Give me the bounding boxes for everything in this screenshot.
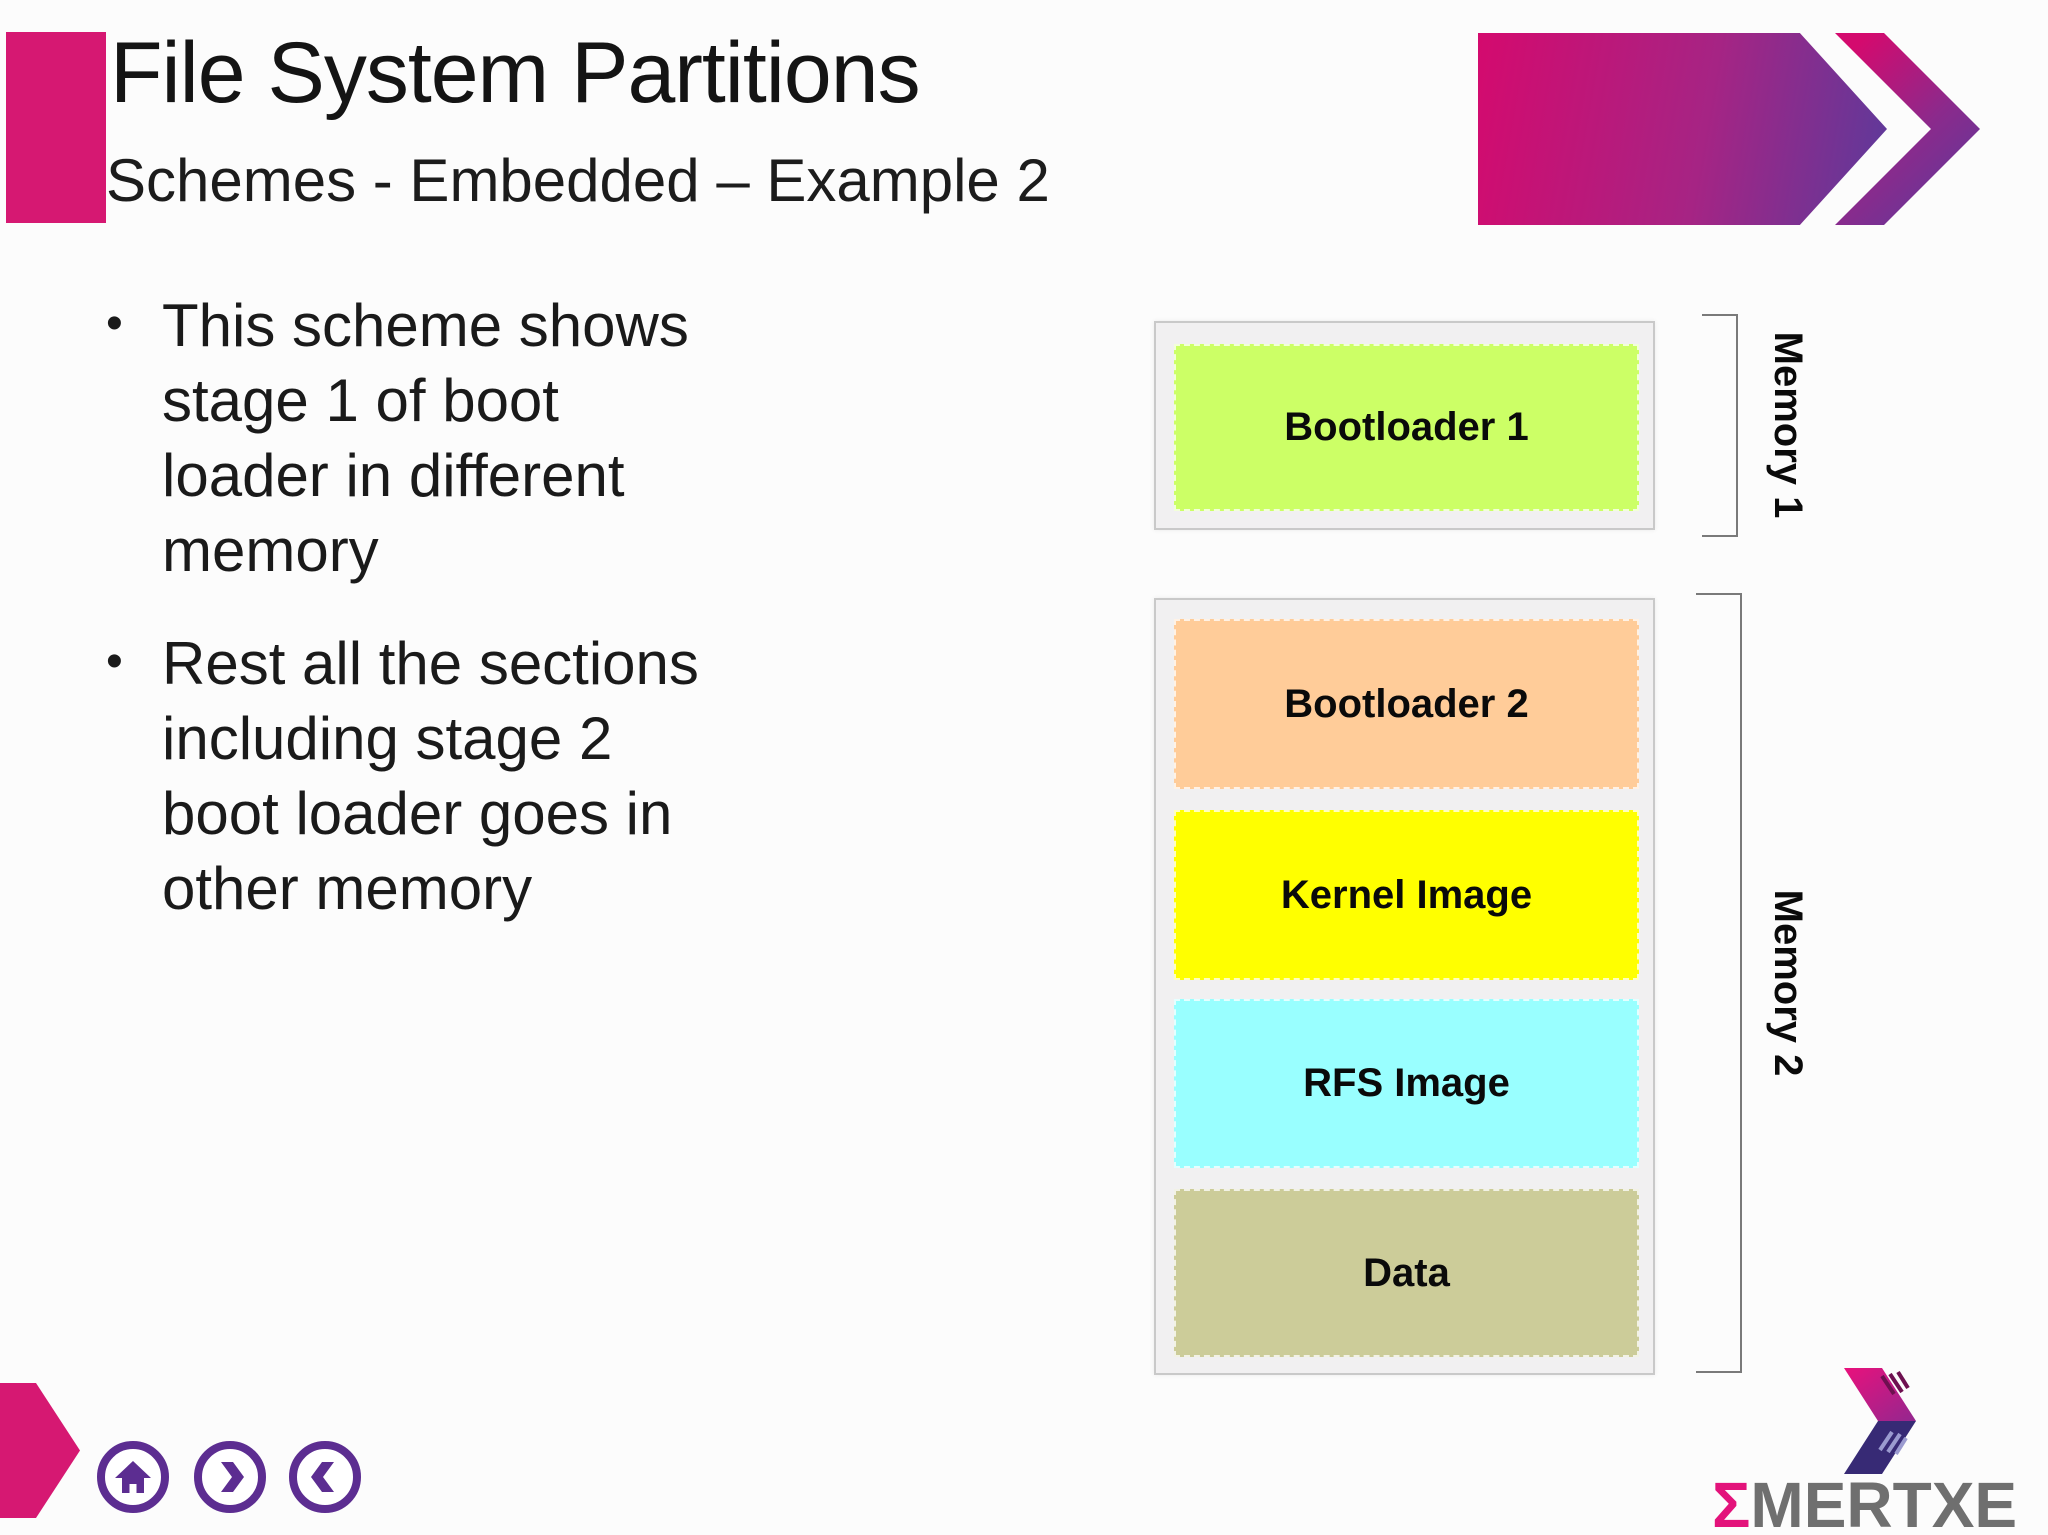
footer-arrow-graphic (0, 1383, 80, 1518)
logo-sigma: Σ (1712, 1469, 1751, 1535)
chevron-left-icon (311, 1462, 334, 1492)
memory1-group: Bootloader 1 (1154, 321, 1655, 530)
accent-bar (6, 32, 106, 223)
memory2-bracket (1696, 593, 1742, 1373)
memory2-label: Memory 2 (1766, 889, 1810, 1077)
bullet-item: Rest all the sections including stage 2 … (100, 624, 720, 926)
partition-kernel-image: Kernel Image (1174, 810, 1639, 980)
partition-bootloader1: Bootloader 1 (1174, 344, 1639, 511)
home-button[interactable] (97, 1441, 169, 1513)
bullet-list: This scheme shows stage 1 of boot loader… (100, 286, 720, 926)
logo-text: ΣMERTXE (1712, 1468, 2017, 1535)
page-title: File System Partitions (110, 25, 921, 121)
chevron-right-icon (221, 1462, 244, 1492)
home-icon (115, 1461, 151, 1493)
page-subtitle: Schemes - Embedded – Example 2 (106, 147, 1050, 214)
memory1-label: Memory 1 (1766, 331, 1810, 519)
partition-data: Data (1174, 1189, 1639, 1357)
next-button[interactable] (194, 1441, 266, 1513)
partition-rfs-image: RFS Image (1174, 999, 1639, 1168)
banner-arrow-graphic (1478, 33, 1887, 225)
memory2-group: Bootloader 2 Kernel Image RFS Image Data (1154, 598, 1655, 1375)
logo-chevron-icon (1844, 1368, 1916, 1474)
bullet-item: This scheme shows stage 1 of boot loader… (100, 286, 720, 588)
memory1-bracket (1702, 314, 1738, 537)
partition-bootloader2: Bootloader 2 (1174, 619, 1639, 789)
back-button[interactable] (289, 1441, 361, 1513)
logo-wordmark: MERTXE (1750, 1469, 2018, 1535)
